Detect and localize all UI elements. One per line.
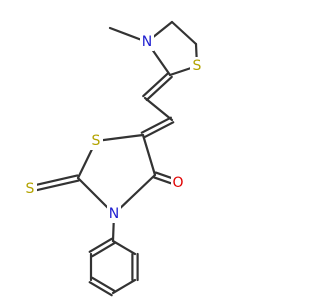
bond-C5a-C4a <box>170 20 198 46</box>
bond-Cv2-C5-b <box>143 121 175 139</box>
bond-C5-S2 <box>94 133 145 143</box>
bonds <box>28 20 199 297</box>
bond-ph1-ph2 <box>111 239 137 256</box>
atom-o-carbonyl: O <box>171 174 185 192</box>
atom-n-thiazolidine: N <box>140 33 154 51</box>
svg-text:S: S <box>193 58 202 74</box>
bond-C4-C5 <box>141 133 157 177</box>
atom-s-thione: S <box>23 180 37 198</box>
svg-text:O: O <box>172 175 183 191</box>
svg-text:S: S <box>26 181 35 197</box>
bond-ph4-ph5-b <box>88 281 113 297</box>
bond-ph6-ph1-a <box>91 242 116 258</box>
bond-C2a-Cv1-b <box>145 75 173 102</box>
molecule-structure: N S S S N O <box>23 20 204 297</box>
svg-text:N: N <box>142 34 152 50</box>
bond-C2a-Cv1-a <box>142 71 170 98</box>
svg-text:S: S <box>92 133 101 149</box>
bond-C2-S3-b <box>29 179 80 193</box>
svg-text:N: N <box>109 206 119 222</box>
bond-ph6-ph1-b <box>88 237 113 253</box>
atom-n-ring: N <box>107 205 121 223</box>
bond-C2-S3-a <box>28 174 79 188</box>
bond-Cv1-Cv2 <box>143 96 174 122</box>
atom-labels: N S S S N O <box>23 33 204 223</box>
bond-Cv2-C5-a <box>140 116 172 134</box>
bond-ph4-ph5-a <box>91 276 116 292</box>
bond-ph3-ph4 <box>111 278 137 295</box>
atom-s-thiazolidine: S <box>190 57 204 75</box>
atom-s-ring: S <box>89 132 103 150</box>
